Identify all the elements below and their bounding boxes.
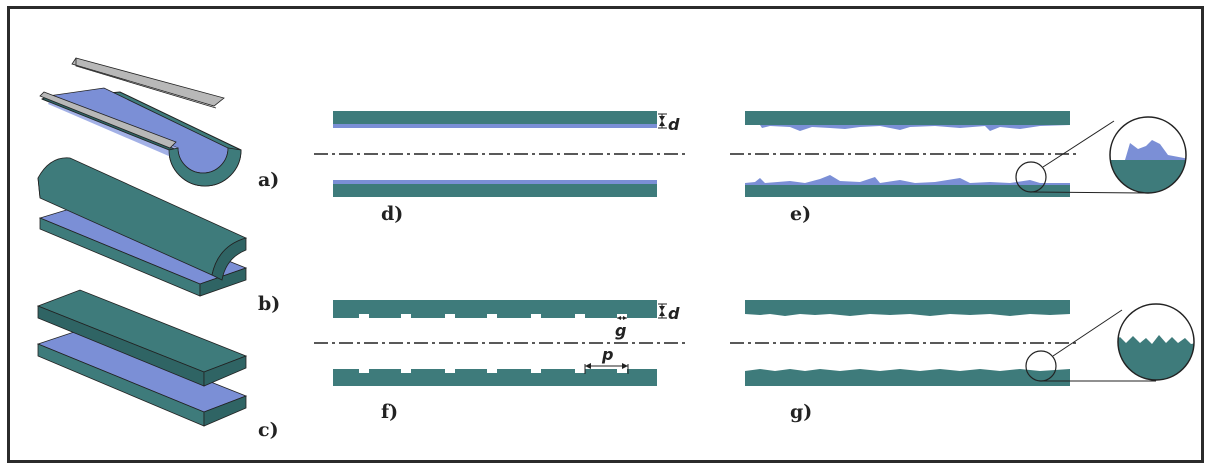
panel-label-g: g)	[790, 401, 812, 423]
dimension-d-label: d	[668, 115, 680, 134]
panel-label-a: a)	[258, 169, 279, 191]
channel-micro-rough	[730, 300, 1195, 386]
dimension-p: p	[584, 345, 629, 374]
channel-rough-deposit	[730, 111, 1187, 197]
panel-label-f: f)	[381, 401, 398, 423]
dimension-g-label: g	[615, 321, 626, 340]
panel-label-e: e)	[790, 203, 811, 225]
geometry-parallel-plates	[36, 289, 248, 427]
dimension-g: g	[615, 316, 627, 340]
dimension-p-label: p	[601, 345, 613, 364]
panel-label-d: d)	[381, 203, 403, 225]
geometry-pipe-plate	[37, 157, 248, 297]
panel-label-c: c)	[258, 419, 279, 441]
dimension-d-top: d	[658, 113, 680, 134]
dimension-d-label-f: d	[668, 304, 680, 323]
panel-label-b: b)	[258, 293, 280, 315]
channel-grooved	[314, 300, 688, 386]
dimension-d-grooved: d	[658, 303, 680, 323]
channel-smooth-coated	[314, 111, 688, 197]
geometry-half-pipe	[39, 57, 242, 187]
